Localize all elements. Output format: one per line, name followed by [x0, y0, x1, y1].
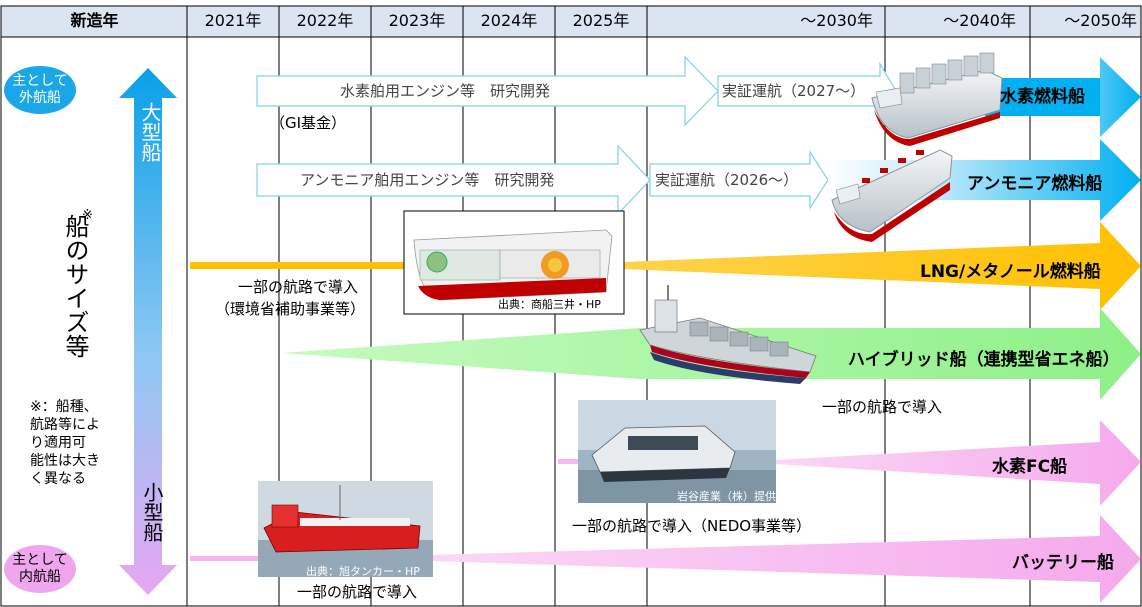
lng-photo-credit: 出典：商船三井・HP [498, 298, 601, 311]
ocean-going-ellipse: 主として外航船 [4, 66, 76, 114]
hybrid-title: ハイブリッド船（連携型省エネ船） [848, 350, 1120, 370]
gi-fund-label: （GI基金） [270, 114, 347, 132]
hydrogen-demo-label: 実証運航（2027～） [722, 82, 866, 100]
hydrogen-ship-image [871, 52, 1003, 146]
ship-size-label: 船のサイズ等 [58, 214, 93, 358]
hydrogen-fuel-title: 水素燃料船 [1000, 87, 1085, 107]
ammonia-ship-image [831, 149, 953, 242]
battery-note: 一部の航路で導入 [297, 583, 418, 601]
lng-note-1: 一部の航路で導入 [238, 278, 359, 296]
battery-title: バッテリー船 [1012, 553, 1114, 573]
coastal-line1: 主として [12, 552, 68, 568]
fc-arrow [775, 420, 1141, 506]
battery-arrow [430, 515, 1141, 603]
large-ship-label: 大型船 [138, 102, 162, 162]
header-2022: 2022年 [296, 11, 354, 30]
note-line-2: 航路等によ [30, 417, 100, 433]
size-arrow [119, 68, 177, 595]
lng-fuel-title: LNG/メタノール燃料船 [920, 262, 1101, 282]
small-ship-label: 小型船 [140, 482, 164, 542]
lng-note-2: （環境省補助事業等） [215, 300, 366, 318]
hydrogen-rd-arrow [256, 55, 719, 127]
battery-ship-image [263, 485, 421, 553]
fc-title: 水素FC船 [992, 457, 1068, 477]
note-line-5: く異なる [30, 471, 86, 487]
ammonia-demo-label: 実証運航（2026～） [655, 171, 799, 189]
ship-size-mark: ※ [82, 208, 93, 223]
fc-note: 一部の航路で導入（NEDO事業等） [572, 517, 812, 535]
note-line-1: ※：船種、 [30, 399, 98, 415]
ammonia-rd-label: アンモニア舶用エンジン等 研究開発 [300, 171, 555, 189]
lng-ship-image [413, 229, 613, 301]
ammonia-fuel-arrow [828, 139, 1141, 221]
header-build-year: 新造年 [70, 11, 119, 30]
header-2025: 2025年 [572, 11, 630, 30]
hydrogen-rd-label: 水素舶用エンジン等 研究開発 [340, 82, 551, 100]
fc-ship-image [591, 425, 736, 482]
header-2024: 2024年 [480, 11, 538, 30]
ocean-going-line2: 外航船 [19, 90, 61, 106]
battery-photo-credit: 出典：旭タンカー・HP [306, 565, 420, 578]
header-2021: 2021年 [204, 11, 262, 30]
ammonia-demo-arrow [649, 149, 829, 211]
header-2050: ～2050年 [1064, 11, 1137, 30]
ocean-going-line1: 主として [12, 73, 68, 89]
header-2030: ～2030年 [800, 11, 873, 30]
note-line-4: 能性は大き [30, 453, 100, 469]
hybrid-ship-image [639, 285, 817, 384]
hybrid-note: 一部の航路で導入 [822, 398, 943, 416]
fc-photo-credit: 岩谷産業（株）提供 [677, 490, 776, 503]
ammonia-rd-arrow [256, 144, 651, 216]
coastal-ellipse: 主として内航船 [4, 545, 76, 593]
note-line-3: り適用可 [30, 435, 86, 451]
lng-arrow [622, 222, 1141, 310]
coastal-line2: 内航船 [19, 569, 61, 585]
header-2023: 2023年 [388, 11, 446, 30]
size-note: ※：船種、 航路等によ り適用可 能性は大き く異なる [30, 398, 120, 488]
header-2040: ～2040年 [943, 11, 1016, 30]
ship-size-text: 船のサイズ等 [61, 214, 89, 358]
ammonia-fuel-title: アンモニア燃料船 [967, 174, 1103, 194]
